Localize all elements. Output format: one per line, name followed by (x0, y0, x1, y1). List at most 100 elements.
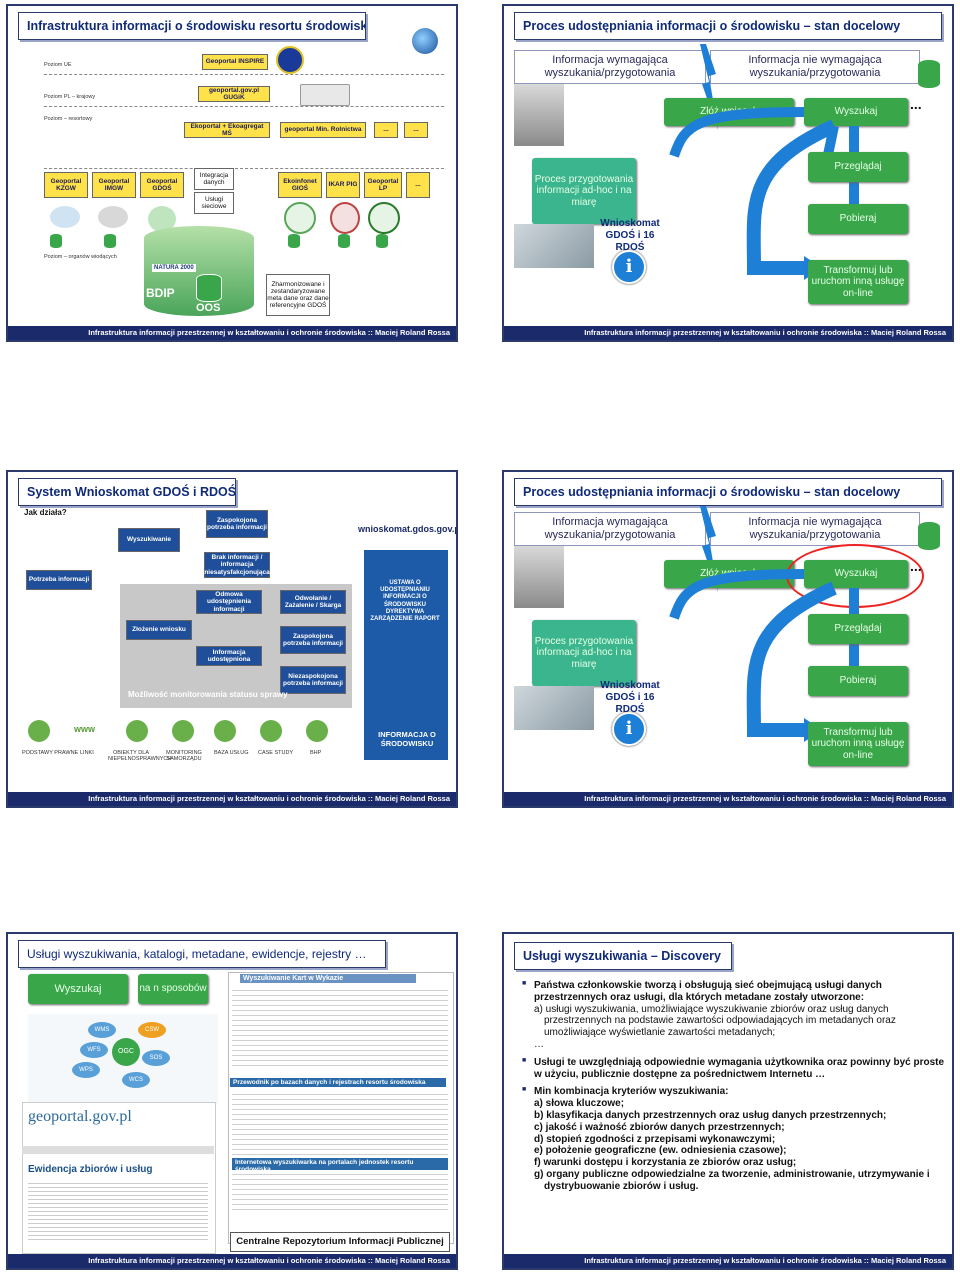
monitoring-icon[interactable] (172, 720, 194, 742)
geoportal-gugik[interactable]: geoportal.gov.pl GUGiK (198, 86, 270, 102)
n-sposobow-button[interactable]: na n sposobów (138, 974, 208, 1004)
geoportal-minrol[interactable]: geoportal Min. Rolnictwa (280, 122, 366, 138)
wnioskomat-url[interactable]: wnioskomat.gdos.gov.pl (358, 524, 458, 534)
book-cover (364, 550, 448, 760)
slide-title: Proces udostępniania informacji o środow… (514, 12, 942, 40)
more-portals-2[interactable]: ... (404, 122, 428, 138)
icon-label-baza: BAZA USŁUG (214, 750, 249, 756)
node-wps: WPS (72, 1062, 100, 1078)
globe-icon (412, 28, 438, 54)
jak-dziala: Jak działa? (24, 508, 67, 517)
database-icon (338, 234, 350, 248)
lp-logo-icon (368, 202, 400, 234)
slide-footer: Infrastruktura informacji przestrzennej … (8, 1254, 456, 1268)
node-sos: SOS (142, 1050, 170, 1066)
database-icon (376, 234, 388, 248)
info-icon[interactable]: i (612, 712, 646, 746)
wykaz-text (232, 986, 448, 1068)
pobieraj-button[interactable]: Pobieraj (808, 666, 908, 696)
icon-label-podstawy: PODSTAWY PRAWNE (22, 750, 79, 756)
przewodnik-title: Przewodnik po bazach danych i rejestrach… (230, 1078, 446, 1087)
portal-gdos[interactable]: Geoportal GDOŚ (140, 172, 184, 198)
slide-uslugi-wyszukiwania: Usługi wyszukiwania, katalogi, metadane,… (6, 932, 458, 1270)
icon-label-linki: LINKI (80, 750, 94, 756)
pig-logo-icon (330, 202, 360, 234)
slide-footer: Infrastruktura informacji przestrzennej … (504, 792, 952, 806)
uslugi-box: Usługi sieciowe (194, 192, 234, 214)
portal-pig[interactable]: IKAR PIG (326, 172, 360, 198)
node-ogc: OGC (112, 1038, 140, 1066)
przegladaj-button[interactable]: Przeglądaj (808, 152, 908, 182)
database-icon (196, 274, 222, 302)
slide-footer: Infrastruktura informacji przestrzennej … (504, 1254, 952, 1268)
wyszukaj-button[interactable]: Wyszukaj (804, 98, 908, 126)
geoportal-logo[interactable]: geoportal.gov.pl (28, 1108, 132, 1125)
database-icon (918, 60, 940, 88)
ekoportal[interactable]: Ekoportal + Ekoagregat MŚ (184, 122, 270, 138)
poland-map-icon (300, 84, 350, 106)
divider (44, 168, 444, 169)
discovery-content: Państwa członkowskie tworzą i obsługują … (522, 980, 946, 1193)
criterion-b: b) klasyfikacja danych przestrzennych or… (534, 1109, 887, 1121)
level-ue: Poziom UE (44, 62, 72, 68)
slide-infrastruktura: Infrastruktura informacji o środowisku r… (6, 4, 458, 342)
col-wymagajaca: Informacja wymagająca wyszukania/przygot… (514, 512, 706, 546)
criterion-d: d) stopień zgodności z przepisami wykona… (534, 1133, 776, 1145)
portal-more[interactable]: ... (406, 172, 430, 198)
col-niewymagajaca: Informacja nie wymagająca wyszukania/prz… (710, 512, 920, 546)
baza-uslug-icon[interactable] (214, 720, 236, 742)
wnioskomat-label: Wnioskomat GDOŚ i 16 RDOŚ (600, 680, 660, 715)
portal-gios[interactable]: Ekoinfonet GIOŚ (278, 172, 322, 198)
slide-title: Proces udostępniania informacji o środow… (514, 478, 942, 506)
slide-title: Usługi wyszukiwania, katalogi, metadane,… (18, 940, 386, 968)
portal-kzgw[interactable]: Geoportal KZGW (44, 172, 88, 198)
portal-imgw[interactable]: Geoportal IMGW (92, 172, 136, 198)
wnioskomat-label: Wnioskomat GDOŚ i 16 RDOŚ (600, 218, 660, 253)
proces-box: Proces przygotowania informacji ad-hoc i… (532, 158, 636, 224)
zharmonizowane-box: Zharmonizowane i zestandaryzowane meta d… (266, 274, 330, 316)
slide-title: Usługi wyszukiwania – Discovery (514, 942, 732, 970)
transformuj-button[interactable]: Transformuj lub uruchom inną usługę on-l… (808, 722, 908, 766)
natura-logo: NATURA 2000 (152, 264, 196, 272)
case-study-icon[interactable] (260, 720, 282, 742)
node-wfs: WFS (80, 1042, 108, 1058)
criterion-a: a) słowa kluczowe; (534, 1098, 625, 1110)
niepelnosprawni-icon[interactable] (126, 720, 148, 742)
internet-text (232, 1170, 448, 1210)
slide-title: Infrastruktura informacji o środowisku r… (18, 12, 366, 40)
przewodnik-text (232, 1090, 448, 1156)
slide-footer: Infrastruktura informacji przestrzennej … (8, 326, 456, 340)
para-1a: a) usługi wyszukiwania, umożliwiające wy… (534, 1003, 896, 1039)
podstawy-prawne-icon[interactable] (28, 720, 50, 742)
person-photo (514, 84, 564, 146)
step-informacja: Informacja udostępniona (196, 646, 262, 666)
www-icon[interactable]: www (74, 724, 96, 734)
criterion-e: e) położenie geograficzne (ew. odniesien… (534, 1145, 787, 1157)
integracja-box: Integracja danych (194, 168, 234, 190)
level-organ: Poziom – organów wiodących (44, 254, 117, 260)
slide-discovery: Usługi wyszukiwania – Discovery Państwa … (502, 932, 954, 1270)
level-resort: Poziom – resortowy (44, 116, 93, 122)
oos-label: OOS (196, 302, 221, 314)
step-niezaspokojona: Niezaspokojona potrzeba informacji (280, 666, 346, 694)
bhp-icon[interactable] (306, 720, 328, 742)
transformuj-button[interactable]: Transformuj lub uruchom inną usługę on-l… (808, 260, 908, 304)
info-icon[interactable]: i (612, 250, 646, 284)
mozliwosc-label: Możliwość monitorowania statusu sprawy (128, 690, 288, 699)
geoportal-inspire[interactable]: Geoportal INSPIRE (202, 54, 268, 70)
wyszukaj-button[interactable]: Wyszukaj (28, 974, 128, 1004)
crip-box[interactable]: Centralne Repozytorium Informacji Public… (230, 1232, 450, 1252)
portal-lp[interactable]: Geoportal LP (364, 172, 402, 198)
slide-footer: Infrastruktura informacji przestrzennej … (504, 326, 952, 340)
node-wms: WMS (88, 1022, 116, 1038)
bdip-label: BDIP (146, 286, 175, 300)
icon-label-monitoring: MONITORING SAMORZĄDU (166, 750, 202, 762)
pobieraj-button[interactable]: Pobieraj (808, 204, 908, 234)
more-portals-1[interactable]: ... (374, 122, 398, 138)
database-icon (288, 234, 300, 248)
icon-label-niepelnosprawni: OBIEKTY DLA NIEPEŁNOSPRAWNYCH (108, 750, 172, 762)
slide-wnioskomat: System Wnioskomat GDOŚ i RDOŚ Jak działa… (6, 470, 458, 808)
przegladaj-button[interactable]: Przeglądaj (808, 614, 908, 644)
step-zaspokojona2: Zaspokojona potrzeba informacji (280, 626, 346, 654)
para-3: Min kombinacja kryteriów wyszukiwania: (522, 1086, 946, 1098)
